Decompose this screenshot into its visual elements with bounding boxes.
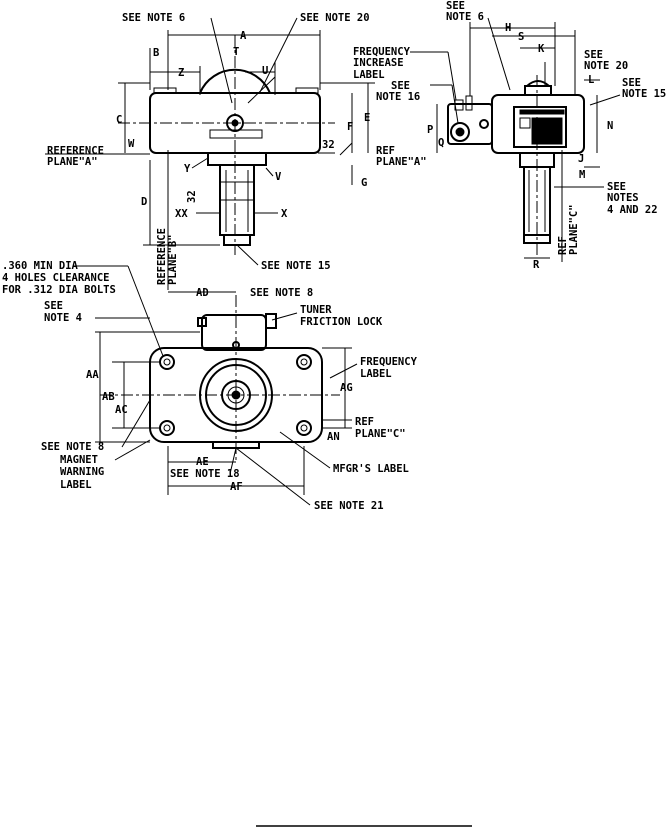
dim-XX: XX: [175, 208, 188, 220]
angle-32-left: 32: [186, 190, 198, 203]
dim-H: H: [505, 22, 511, 34]
ref-plane-c-side-l2: PLANE"C": [568, 204, 580, 255]
dim-K: K: [538, 43, 545, 55]
note-20-side-l2: NOTE 20: [584, 60, 628, 72]
side-view: H S K L P Q N M J R SEE NOTE 6 SEE NOTE …: [353, 0, 666, 271]
dim-F: F: [347, 121, 353, 133]
dim-J: J: [578, 153, 584, 165]
holes-note-l2: 4 HOLES CLEARANCE: [2, 272, 109, 284]
note-16-l2: NOTE 16: [376, 91, 420, 103]
bolt-hole-bl: [159, 420, 175, 436]
dim-AC: AC: [115, 404, 128, 416]
dim-D: D: [141, 196, 147, 208]
mfgr-label: MFGR'S LABEL: [333, 463, 409, 475]
freq-increase-l2: INCREASE: [353, 57, 404, 69]
friction-lock-housing: [201, 314, 267, 351]
magnet-warning-l3: LABEL: [60, 479, 92, 491]
bolt-hole-br: [296, 420, 312, 436]
note-15-front: SEE NOTE 15: [261, 260, 331, 272]
front-collar: [207, 152, 267, 166]
dim-Y: Y: [184, 163, 191, 175]
dim-W: W: [128, 138, 135, 150]
note-21: SEE NOTE 21: [314, 500, 384, 512]
front-view: A B Z T U C W E F G D XX X Y: [45, 12, 427, 290]
front-knob-base: [209, 129, 263, 139]
front-top-tab-right: [295, 87, 319, 94]
tuner-friction-lock-l2: FRICTION LOCK: [300, 316, 383, 328]
note-15-side-l2: NOTE 15: [622, 88, 666, 100]
magnet-warning-l2: WARNING: [60, 466, 104, 478]
ref-plane-a-l1: REF: [376, 145, 395, 157]
ref-plane-c-l2: PLANE"C": [355, 428, 406, 440]
dim-E: E: [364, 112, 370, 124]
note-4-l2: NOTE 4: [44, 312, 82, 324]
dim-C: C: [116, 114, 122, 126]
ref-plane-c-l1: REF: [355, 416, 374, 428]
note-4-22-l3: 4 AND 22: [607, 204, 658, 216]
dim-AA: AA: [86, 369, 99, 381]
dim-U: U: [262, 65, 268, 77]
bolt-hole-tl: [159, 354, 175, 370]
dim-R: R: [533, 259, 540, 271]
dim-AN: AN: [327, 431, 340, 443]
front-connector: [223, 234, 251, 246]
side-tuner-housing: [447, 103, 493, 145]
note-6-top: SEE NOTE 6: [122, 12, 185, 24]
dim-AE: AE: [196, 456, 209, 468]
bolt-hole-tr: [296, 354, 312, 370]
dim-AF: AF: [230, 481, 243, 493]
ref-plane-c-side-l1: REF: [557, 236, 569, 255]
note-4-22-l1: SEE: [607, 181, 626, 193]
note-6-side-l2: NOTE 6: [446, 11, 484, 23]
frequency-label-l2: LABEL: [360, 368, 392, 380]
freq-increase-l3: LABEL: [353, 69, 385, 81]
note-8-left: SEE NOTE 8: [41, 441, 104, 453]
dim-B: B: [153, 47, 159, 59]
note-20-top: SEE NOTE 20: [300, 12, 370, 24]
dim-P: P: [427, 124, 433, 136]
note-20-side-l1: SEE: [584, 49, 603, 61]
dim-V: V: [275, 171, 282, 183]
dim-L: L: [588, 74, 594, 86]
dim-A: A: [240, 30, 247, 42]
dim-AG: AG: [340, 382, 353, 394]
holes-note-l1: .360 MIN DIA: [2, 260, 79, 272]
freq-increase-l1: FREQUENCY: [353, 46, 411, 58]
dim-AD: AD: [196, 287, 209, 299]
side-label-panel: [513, 106, 567, 148]
reference-plane-b-l1: REFERENCE: [156, 228, 168, 285]
dim-Z: Z: [178, 67, 184, 79]
dim-M: M: [579, 169, 585, 181]
dim-X: X: [281, 208, 288, 220]
front-top-tab-left: [153, 87, 177, 94]
holes-note-l3: FOR .312 DIA BOLTS: [2, 284, 116, 296]
note-16-l1: SEE: [391, 80, 410, 92]
reference-plane-a-l2: PLANE"A": [47, 156, 98, 168]
dim-N: N: [607, 120, 613, 132]
dim-Q: Q: [438, 137, 444, 149]
angle-32-right: 32: [322, 139, 335, 151]
bottom-view: AD SEE NOTE 8 AA AB AC AG AN AE AF .360 …: [2, 260, 418, 512]
tuner-friction-lock-l1: TUNER: [300, 304, 332, 316]
magnet-warning-l1: MAGNET: [60, 454, 98, 466]
reference-plane-b-l2: PLANE"B": [167, 234, 179, 285]
note-6-side-l1: SEE: [446, 0, 465, 12]
note-15-side-l1: SEE: [622, 77, 641, 89]
frequency-label-l1: FREQUENCY: [360, 356, 418, 368]
dim-T: T: [233, 46, 239, 58]
note-18: SEE NOTE 18: [170, 468, 240, 480]
side-top-knob: [524, 85, 552, 96]
ref-plane-a-l2: PLANE"A": [376, 156, 427, 168]
note-4-l1: SEE: [44, 300, 63, 312]
note-4-22-l2: NOTES: [607, 192, 639, 204]
note-8-top: SEE NOTE 8: [250, 287, 313, 299]
side-tuner-knob: [450, 122, 470, 142]
dim-AB: AB: [102, 391, 115, 403]
dim-S: S: [518, 31, 524, 43]
dim-G: G: [361, 177, 367, 189]
reference-plane-a-l1: REFERENCE: [47, 145, 104, 157]
